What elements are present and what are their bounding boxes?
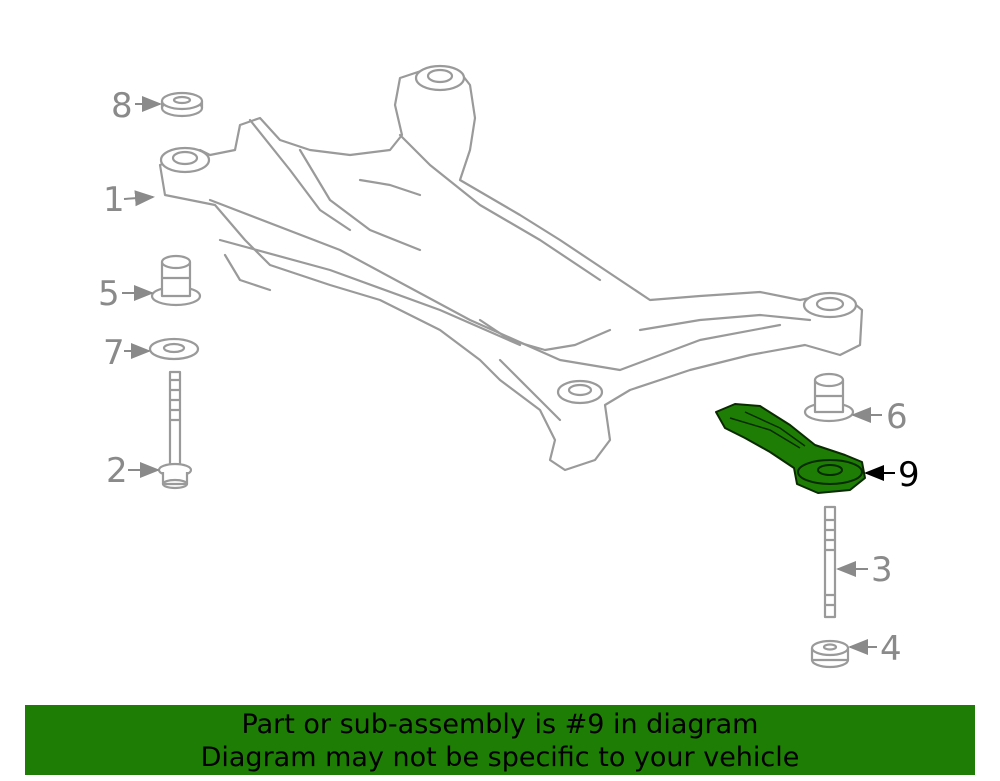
callout-2: 2 [106,451,160,491]
nut-part-4[interactable] [810,639,850,669]
callout-6: 6 [851,397,908,437]
callout-9: 9 [864,455,920,495]
banner-line-disclaimer: Diagram may not be specific to your vehi… [200,742,800,773]
callout-label-6: 6 [886,397,908,437]
crossmember-part[interactable] [158,64,864,472]
callout-label-4: 4 [880,629,902,669]
washer-part-8[interactable] [160,91,204,118]
bolt-part-2[interactable] [157,370,193,490]
callout-3: 3 [836,550,893,590]
callout-label-7: 7 [103,333,125,373]
callout-label-1: 1 [103,180,125,220]
callout-label-9: 9 [898,455,920,495]
bracket-part-9[interactable] [715,403,866,494]
callout-4: 4 [848,629,902,669]
callout-5: 5 [98,274,154,314]
bushing-part-6[interactable] [803,372,855,423]
info-banner: Part or sub-assembly is #9 in diagram Di… [25,705,975,775]
callout-label-5: 5 [98,274,120,314]
callout-1: 1 [103,180,155,220]
callout-8: 8 [111,86,162,126]
callout-7: 7 [103,333,151,373]
callout-label-2: 2 [106,451,128,491]
callout-label-8: 8 [111,86,133,126]
parts-diagram: 1 2 3 4 5 6 7 8 9 [98,64,920,669]
callout-label-3: 3 [871,550,893,590]
washer-part-7[interactable] [148,337,200,361]
stud-part-3[interactable] [823,505,837,619]
bushing-part-5[interactable] [150,254,202,307]
banner-line-part: Part or sub-assembly is #9 in diagram [241,709,759,740]
